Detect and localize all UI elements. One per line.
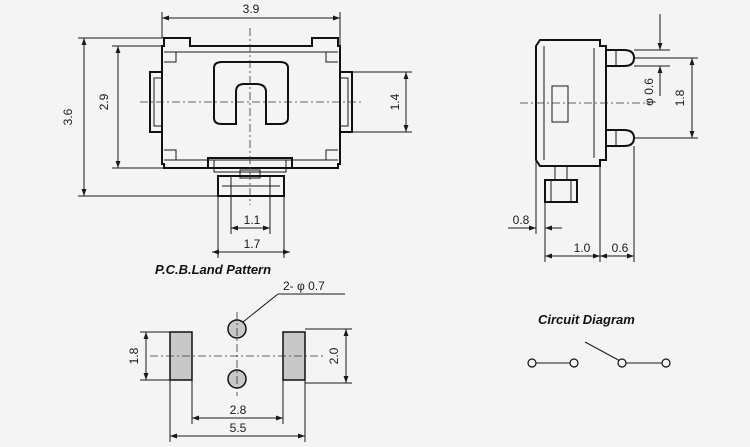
top-view: 3.9 3.6 2.9 1.4 1.1 1.7 bbox=[61, 2, 412, 258]
top-height-dim: 3.6 bbox=[61, 108, 75, 125]
side-body-dim: 1.0 bbox=[574, 241, 591, 255]
top-width-dim: 3.9 bbox=[243, 2, 260, 16]
side-body-outline bbox=[535, 39, 636, 203]
top-inner-height-dim: 2.9 bbox=[97, 93, 111, 110]
circuit-title: Circuit Diagram bbox=[538, 312, 635, 327]
top-pin-span-dim: 1.4 bbox=[388, 93, 402, 110]
circuit-terminal-2 bbox=[569, 358, 579, 368]
land-pad-height-dim: 1.8 bbox=[127, 347, 141, 364]
land-total-height-dim: 2.0 bbox=[327, 347, 341, 364]
circuit-terminal-3 bbox=[617, 358, 627, 368]
side-view: φ 0.6 1.8 0.8 1.0 0.6 bbox=[508, 14, 698, 262]
land-hole-note: 2- φ 0.7 bbox=[283, 279, 325, 293]
circuit-terminal-4 bbox=[661, 358, 671, 368]
land-pattern-title: P.C.B.Land Pattern bbox=[155, 262, 271, 277]
actuator-inner-dim: 1.1 bbox=[244, 213, 261, 227]
circuit-diagram: Circuit Diagram bbox=[527, 312, 671, 368]
side-pin-span-dim: 1.8 bbox=[673, 89, 687, 106]
land-inner-span-dim: 2.8 bbox=[230, 403, 247, 417]
side-actuator-dim: 0.8 bbox=[513, 213, 530, 227]
land-outer-span-dim: 5.5 bbox=[230, 421, 247, 435]
dome-contact-outline bbox=[213, 61, 289, 125]
circuit-switch-blade bbox=[584, 341, 623, 363]
side-pin-dia-dim: φ 0.6 bbox=[642, 78, 656, 106]
actuator-outer-dim: 1.7 bbox=[244, 237, 261, 251]
land-pattern: P.C.B.Land Pattern 2- φ 0.7 1.8 2.0 2.8 bbox=[127, 262, 352, 442]
side-pin-len-dim: 0.6 bbox=[612, 241, 629, 255]
circuit-terminal-1 bbox=[527, 358, 537, 368]
